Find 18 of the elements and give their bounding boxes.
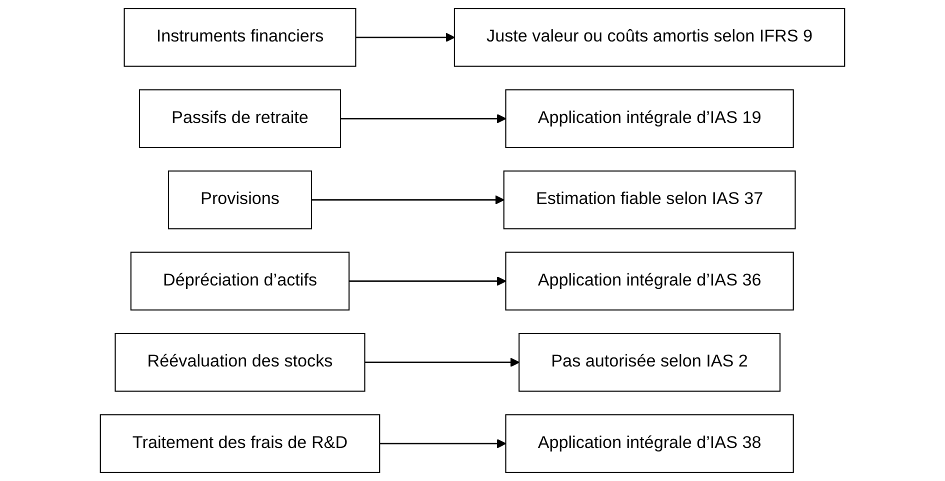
arrow	[340, 114, 506, 124]
node-box: Provisions	[168, 170, 312, 230]
arrow	[380, 438, 506, 448]
node-box: Application intégrale d’IAS 38	[505, 414, 794, 473]
arrow	[356, 32, 455, 42]
arrow	[312, 195, 504, 205]
node-box: Application intégrale d’IAS 19	[505, 89, 794, 148]
node-box: Dépréciation d’actifs	[130, 252, 350, 311]
node-box: Passifs de retraite	[138, 89, 342, 148]
node-box: Pas autorisée selon IAS 2	[518, 332, 781, 392]
node-box: Juste valeur ou coûts amortis selon IFRS 9	[454, 8, 846, 67]
node-box: Réévaluation des stocks	[114, 332, 366, 392]
node-box: Estimation fiable selon IAS 37	[503, 170, 796, 230]
arrow	[364, 358, 520, 368]
node-box: Application intégrale d’IAS 36	[505, 252, 794, 311]
node-box: Traitement des frais de R&D	[100, 414, 380, 473]
node-box: Instruments financiers	[124, 8, 356, 67]
arrow	[349, 276, 506, 286]
